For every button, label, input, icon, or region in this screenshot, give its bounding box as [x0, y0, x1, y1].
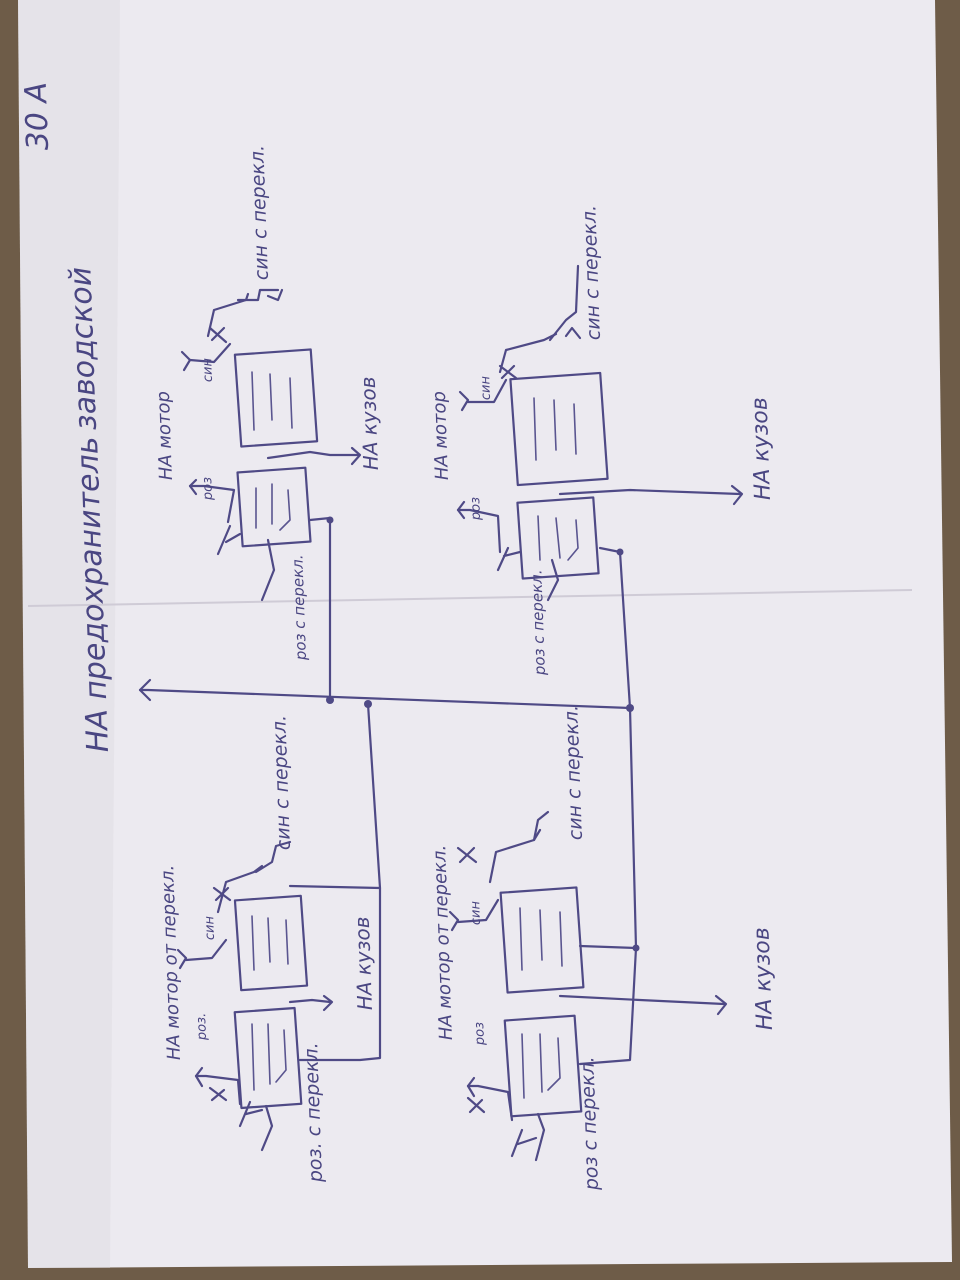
bus-junction-3 [626, 704, 634, 712]
label-body-3: НА кузов [350, 916, 377, 1010]
circuit-top-right [180, 288, 362, 602]
label-roz-from-switch-3: роз с перекл. [288, 554, 310, 661]
title-tail-text: заводской [63, 266, 104, 431]
label-roz-1: роз. [194, 1013, 210, 1042]
label-sin-from-switch-1: син с перекл. [268, 715, 295, 851]
label-body-2: НА кузов [747, 397, 776, 501]
bus-junction-2 [364, 700, 372, 708]
label-sin-from-switch-3: син с перекл. [246, 145, 273, 281]
label-roz-from-switch-1: роз. с перекл. [300, 1042, 327, 1184]
label-sin-from-switch-4: син с перекл. [578, 205, 605, 341]
label-sin-4: син [478, 375, 494, 400]
label-sin-from-switch-2: син с перекл. [560, 705, 587, 841]
paper-shadow [18, 0, 120, 1268]
label-roz-from-switch-2: роз с перекл. [576, 1056, 603, 1192]
label-sin-1: син [202, 915, 218, 940]
label-roz-from-switch-4: роз с перекл. [527, 569, 549, 676]
circuit-bottom-right [456, 264, 744, 602]
label-body-1: НА кузов [356, 376, 383, 470]
label-body-4: НА кузов [749, 927, 778, 1031]
label-sin-3: син [200, 357, 216, 382]
paper-sheet [18, 0, 952, 1268]
bus-junction-1 [326, 696, 334, 704]
circuit-bottom-left [448, 810, 728, 1162]
paper-fold [27, 589, 913, 607]
label-roz-2: роз [472, 1022, 488, 1047]
label-roz-3: роз [200, 477, 216, 502]
label-roz-4: роз [468, 497, 484, 522]
amp-text: 30 А [19, 82, 56, 151]
circuit-top-left [176, 840, 382, 1152]
label-motor-1: НА мотор [153, 391, 177, 481]
label-motor-2: НА мотор [429, 391, 453, 481]
label-sin-2: син [468, 900, 484, 925]
